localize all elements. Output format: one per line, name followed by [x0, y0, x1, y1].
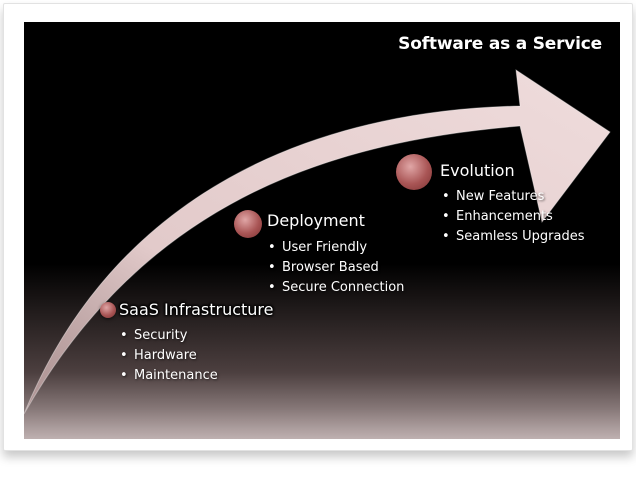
stage-bullet-list: User Friendly Browser Based Secure Conne… [268, 238, 404, 298]
bottom-reflection [24, 409, 620, 439]
bullet-item: Browser Based [268, 258, 404, 278]
bullet-item: User Friendly [268, 238, 404, 258]
stage-bullet-list: New Features Enhancements Seamless Upgra… [442, 187, 585, 247]
bullet-item: Enhancements [442, 207, 585, 227]
bullet-item: Hardware [120, 346, 218, 366]
stage-bullet-list: Security Hardware Maintenance [120, 326, 218, 386]
growth-arrow-graphic [24, 68, 611, 415]
bullet-item: Maintenance [120, 366, 218, 386]
bullet-item: New Features [442, 187, 585, 207]
stage-label: SaaS Infrastructure [119, 300, 274, 319]
growth-arrow [24, 68, 611, 415]
slide-title: Software as a Service [398, 34, 602, 54]
stage-label: Deployment [267, 211, 365, 230]
slide-canvas: Software as a Service SaaS Infrastructur… [24, 22, 620, 439]
bullet-item: Security [120, 326, 218, 346]
stage-node-icon [100, 302, 116, 318]
stage-label: Evolution [440, 161, 515, 180]
bullet-item: Seamless Upgrades [442, 227, 585, 247]
bullet-item: Secure Connection [268, 278, 404, 298]
slide-frame: Software as a Service SaaS Infrastructur… [3, 3, 633, 451]
stage-node-icon [396, 154, 432, 190]
stage-node-icon [234, 210, 262, 238]
